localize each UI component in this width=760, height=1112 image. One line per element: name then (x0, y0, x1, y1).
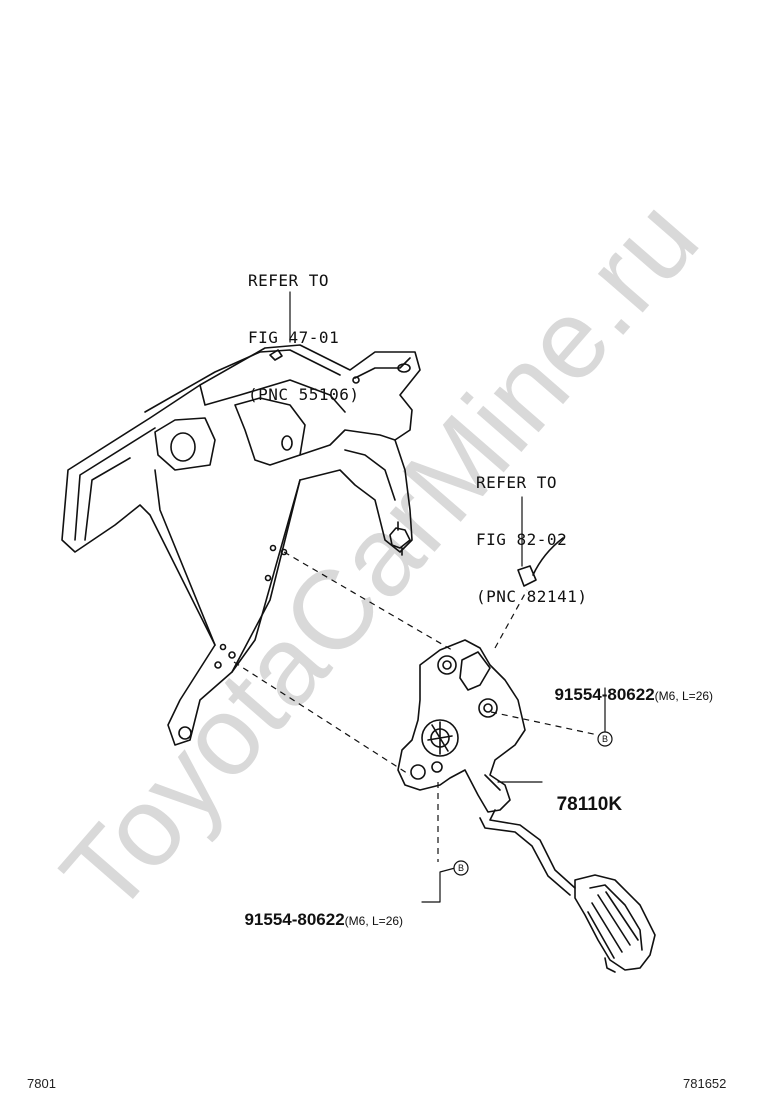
footer-left-code: 7801 (27, 1076, 56, 1091)
upper-bolt-part-label[interactable]: 91554-80622(M6, L=26) (545, 665, 713, 705)
lower-bolt-part-label[interactable]: 91554-80622(M6, L=26) (235, 890, 403, 930)
upper-bolt-spec: (M6, L=26) (654, 689, 714, 703)
bracket-ref-callout: REFER TO FIG 47-01 (PNC 55106) (248, 233, 359, 423)
alignment-line-2 (233, 661, 411, 776)
pedal-bracket (61, 344, 421, 746)
wire-connector (517, 565, 537, 587)
footer-right-code: 781652 (683, 1076, 727, 1091)
alignment-line-1 (283, 551, 453, 651)
upper-bolt-part-number[interactable]: 91554-80622 (554, 685, 655, 704)
alignment-line-5 (494, 589, 528, 649)
bracket-ref-line-3: (PNC 55106) (248, 385, 360, 404)
lower-bolt-spec: (M6, L=26) (344, 914, 404, 928)
sensor-ref-line-1: REFER TO (476, 473, 558, 492)
lower-bolt-marker-letter: B (458, 863, 464, 873)
pedal-part-label[interactable]: 78110K (546, 772, 623, 816)
alignment-line-3 (490, 711, 599, 736)
bracket-ref-line-1: REFER TO (248, 271, 330, 290)
upper-bolt-marker-letter: B (602, 734, 608, 744)
sensor-wire (532, 537, 564, 576)
sensor-ref-line-2: FIG 82-02 (476, 530, 568, 549)
sensor-ref-callout: REFER TO FIG 82-02 (PNC 82141) (476, 435, 587, 625)
lower-bolt-marker-circle (453, 860, 469, 876)
upper-bolt-marker-circle (597, 731, 613, 747)
bracket-ref-line-2: FIG 47-01 (248, 328, 340, 347)
sensor-ref-line-3: (PNC 82141) (476, 587, 588, 606)
accelerator-pedal (397, 639, 656, 973)
lower-bolt-leader (421, 867, 456, 903)
lower-bolt-part-number[interactable]: 91554-80622 (244, 910, 345, 929)
pedal-part-number[interactable]: 78110K (556, 794, 623, 815)
